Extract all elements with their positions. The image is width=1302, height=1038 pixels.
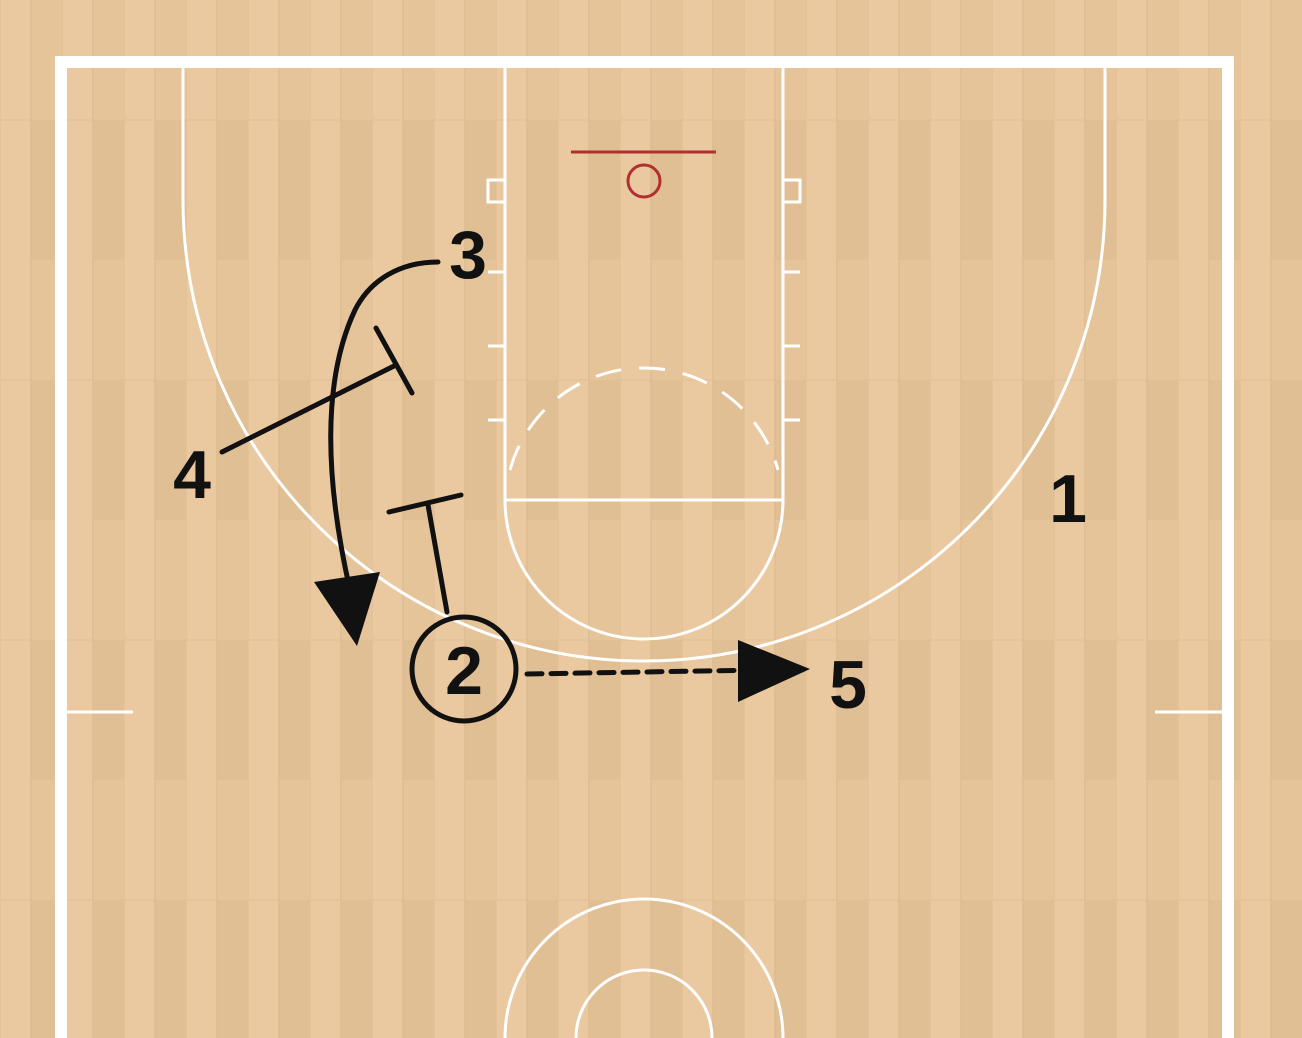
center-circle-outer <box>503 897 785 1038</box>
pass-arrowhead-2-5 <box>738 640 810 702</box>
court-lines <box>55 56 1234 1038</box>
pass-path-2-5 <box>524 667 763 677</box>
lane-block-left <box>486 178 507 204</box>
screen-bar-4 <box>373 325 415 396</box>
screen-path-4 <box>219 363 397 455</box>
screen-path-2 <box>425 502 450 615</box>
player-2-label: 2 <box>445 633 483 709</box>
center-circle-inner <box>574 968 714 1038</box>
play-actions <box>219 259 810 724</box>
lane-block-right <box>781 178 802 204</box>
cut-path-3 <box>328 259 441 593</box>
ball-handler-circle <box>409 614 519 724</box>
cut-arrowhead-3 <box>314 572 380 646</box>
players: 1 2 3 4 5 <box>173 217 1087 723</box>
free-throw-lane <box>503 64 785 502</box>
player-4-label: 4 <box>173 437 211 513</box>
lane-hash-marks <box>486 178 802 422</box>
player-3-label: 3 <box>449 217 487 293</box>
rim <box>626 163 662 199</box>
free-throw-circle-top <box>503 499 785 641</box>
player-1-label: 1 <box>1049 461 1087 537</box>
three-point-line <box>181 66 1107 663</box>
basket <box>571 150 716 199</box>
player-5-label: 5 <box>829 647 867 723</box>
free-throw-circle-dashed <box>508 366 780 471</box>
boundary-lines <box>55 56 1234 1038</box>
screen-bar-2 <box>386 492 464 515</box>
